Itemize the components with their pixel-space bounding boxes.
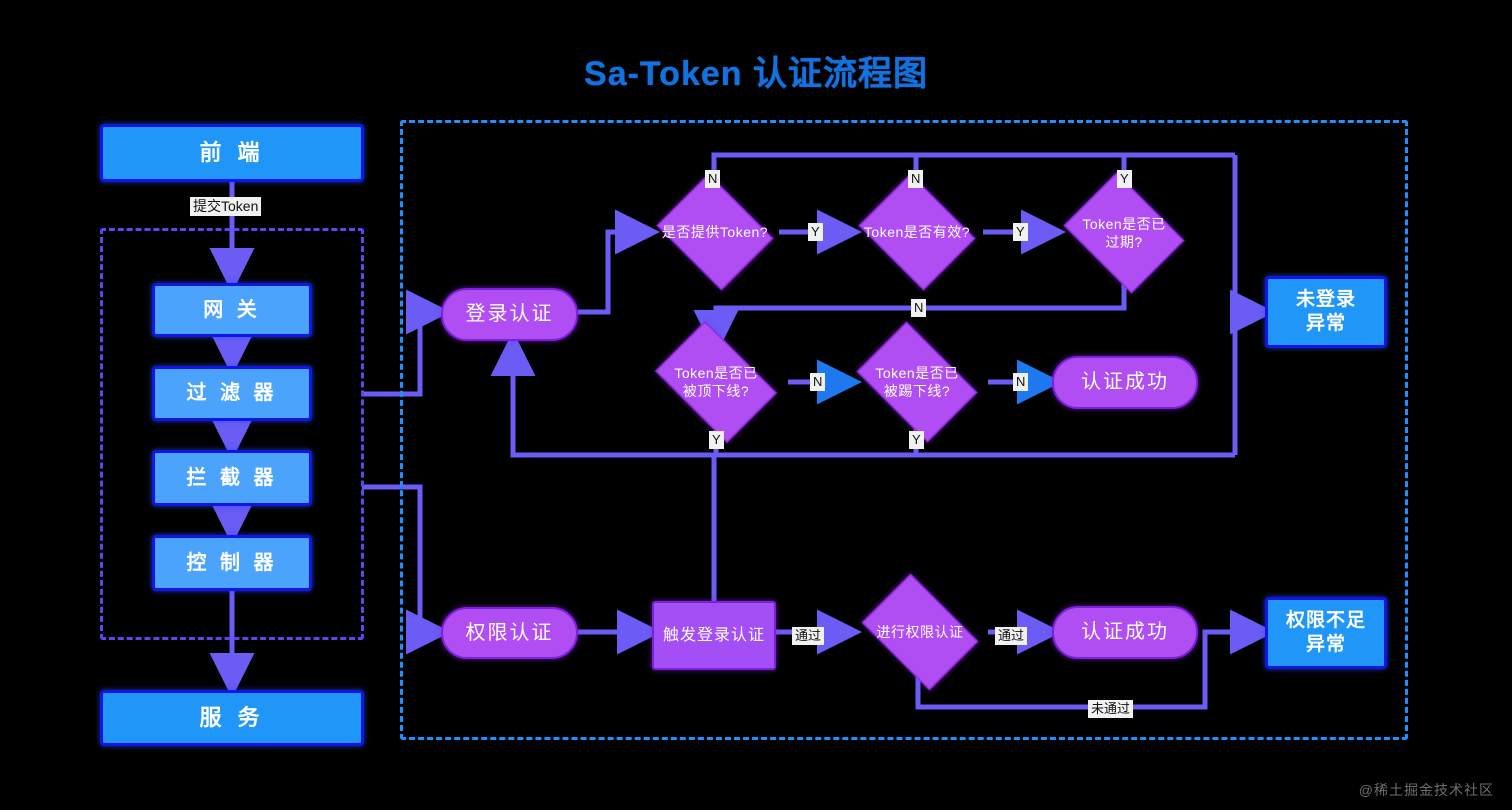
edge-label-n5: N <box>1013 373 1029 391</box>
edge-label-y2: Y <box>1013 223 1028 241</box>
node-login-auth-label: 登录认证 <box>465 303 554 325</box>
decision-has-token-label: 是否提供Token? <box>661 223 769 240</box>
node-auth-success-top-label: 认证成功 <box>1081 371 1169 393</box>
node-login-auth[interactable]: 登录认证 <box>441 288 578 341</box>
node-gateway[interactable]: 网 关 <box>152 283 312 337</box>
edge-label-n1: N <box>705 170 721 188</box>
node-auth-success-top[interactable]: 认证成功 <box>1052 356 1198 409</box>
watermark: @稀土掘金技术社区 <box>1358 782 1494 798</box>
node-service-label: 服 务 <box>199 705 265 731</box>
decision-do-permission-check-label: 进行权限认证 <box>876 623 964 640</box>
node-frontend[interactable]: 前 端 <box>100 124 364 182</box>
edge-label-y4: Y <box>709 431 724 449</box>
edge-label-n2: N <box>908 170 924 188</box>
node-frontend-label: 前 端 <box>199 140 265 166</box>
node-filter-label: 过 滤 器 <box>186 382 278 404</box>
node-interceptor[interactable]: 拦 截 器 <box>152 450 312 506</box>
node-trigger-login-auth-label: 触发登录认证 <box>662 626 765 644</box>
node-auth-success-bottom[interactable]: 认证成功 <box>1052 606 1198 659</box>
node-permission-auth[interactable]: 权限认证 <box>441 607 578 659</box>
decision-token-expired[interactable]: Token是否已 过期? <box>1056 172 1192 294</box>
sa-token-dashed-container <box>400 120 1408 740</box>
node-controller[interactable]: 控 制 器 <box>152 535 312 591</box>
decision-token-kicked-label: Token是否已 被踢下线? <box>875 364 959 399</box>
node-gateway-label: 网 关 <box>203 298 261 321</box>
decision-token-replaced[interactable]: Token是否已 被顶下线? <box>644 321 788 443</box>
edge-label-submit-token: 提交Token <box>190 197 262 216</box>
node-not-login-exception-line1: 未登录 <box>1295 289 1356 311</box>
decision-token-replaced-label: Token是否已 被顶下线? <box>674 364 758 399</box>
node-service[interactable]: 服 务 <box>100 690 364 746</box>
node-trigger-login-auth[interactable]: 触发登录认证 <box>652 601 776 670</box>
edge-label-pass1: 通过 <box>792 627 825 645</box>
decision-token-valid-label: Token是否有效? <box>863 223 971 240</box>
node-not-login-exception[interactable]: 未登录 异常 <box>1265 276 1387 348</box>
edge-label-n3: N <box>911 299 927 317</box>
edge-label-fail1: 未通过 <box>1088 700 1134 718</box>
edge-label-pass2: 通过 <box>995 627 1028 645</box>
decision-token-kicked[interactable]: Token是否已 被踢下线? <box>846 321 988 443</box>
decision-has-token[interactable]: 是否提供Token? <box>650 173 780 291</box>
edge-label-y5: Y <box>909 431 924 449</box>
node-controller-label: 控 制 器 <box>186 551 278 574</box>
page-title: Sa-Token 认证流程图 <box>584 55 928 93</box>
node-no-permission-exception-line1: 权限不足 <box>1285 610 1366 632</box>
node-auth-success-bottom-label: 认证成功 <box>1081 621 1169 643</box>
server-side-dashed-container <box>100 228 364 640</box>
decision-do-permission-check[interactable]: 进行权限认证 <box>852 573 988 691</box>
node-interceptor-label: 拦 截 器 <box>186 466 278 489</box>
node-no-permission-exception[interactable]: 权限不足 异常 <box>1265 597 1387 669</box>
edge-label-y3: Y <box>1117 170 1132 188</box>
node-filter[interactable]: 过 滤 器 <box>152 366 312 421</box>
edge-label-y1: Y <box>808 223 823 241</box>
node-not-login-exception-line2: 异常 <box>1305 313 1346 334</box>
edge-label-n4: N <box>810 373 826 391</box>
node-permission-auth-label: 权限认证 <box>465 621 554 644</box>
decision-token-valid[interactable]: Token是否有效? <box>852 173 982 291</box>
decision-token-expired-label: Token是否已 过期? <box>1082 215 1166 250</box>
node-no-permission-exception-line2: 异常 <box>1305 634 1346 655</box>
